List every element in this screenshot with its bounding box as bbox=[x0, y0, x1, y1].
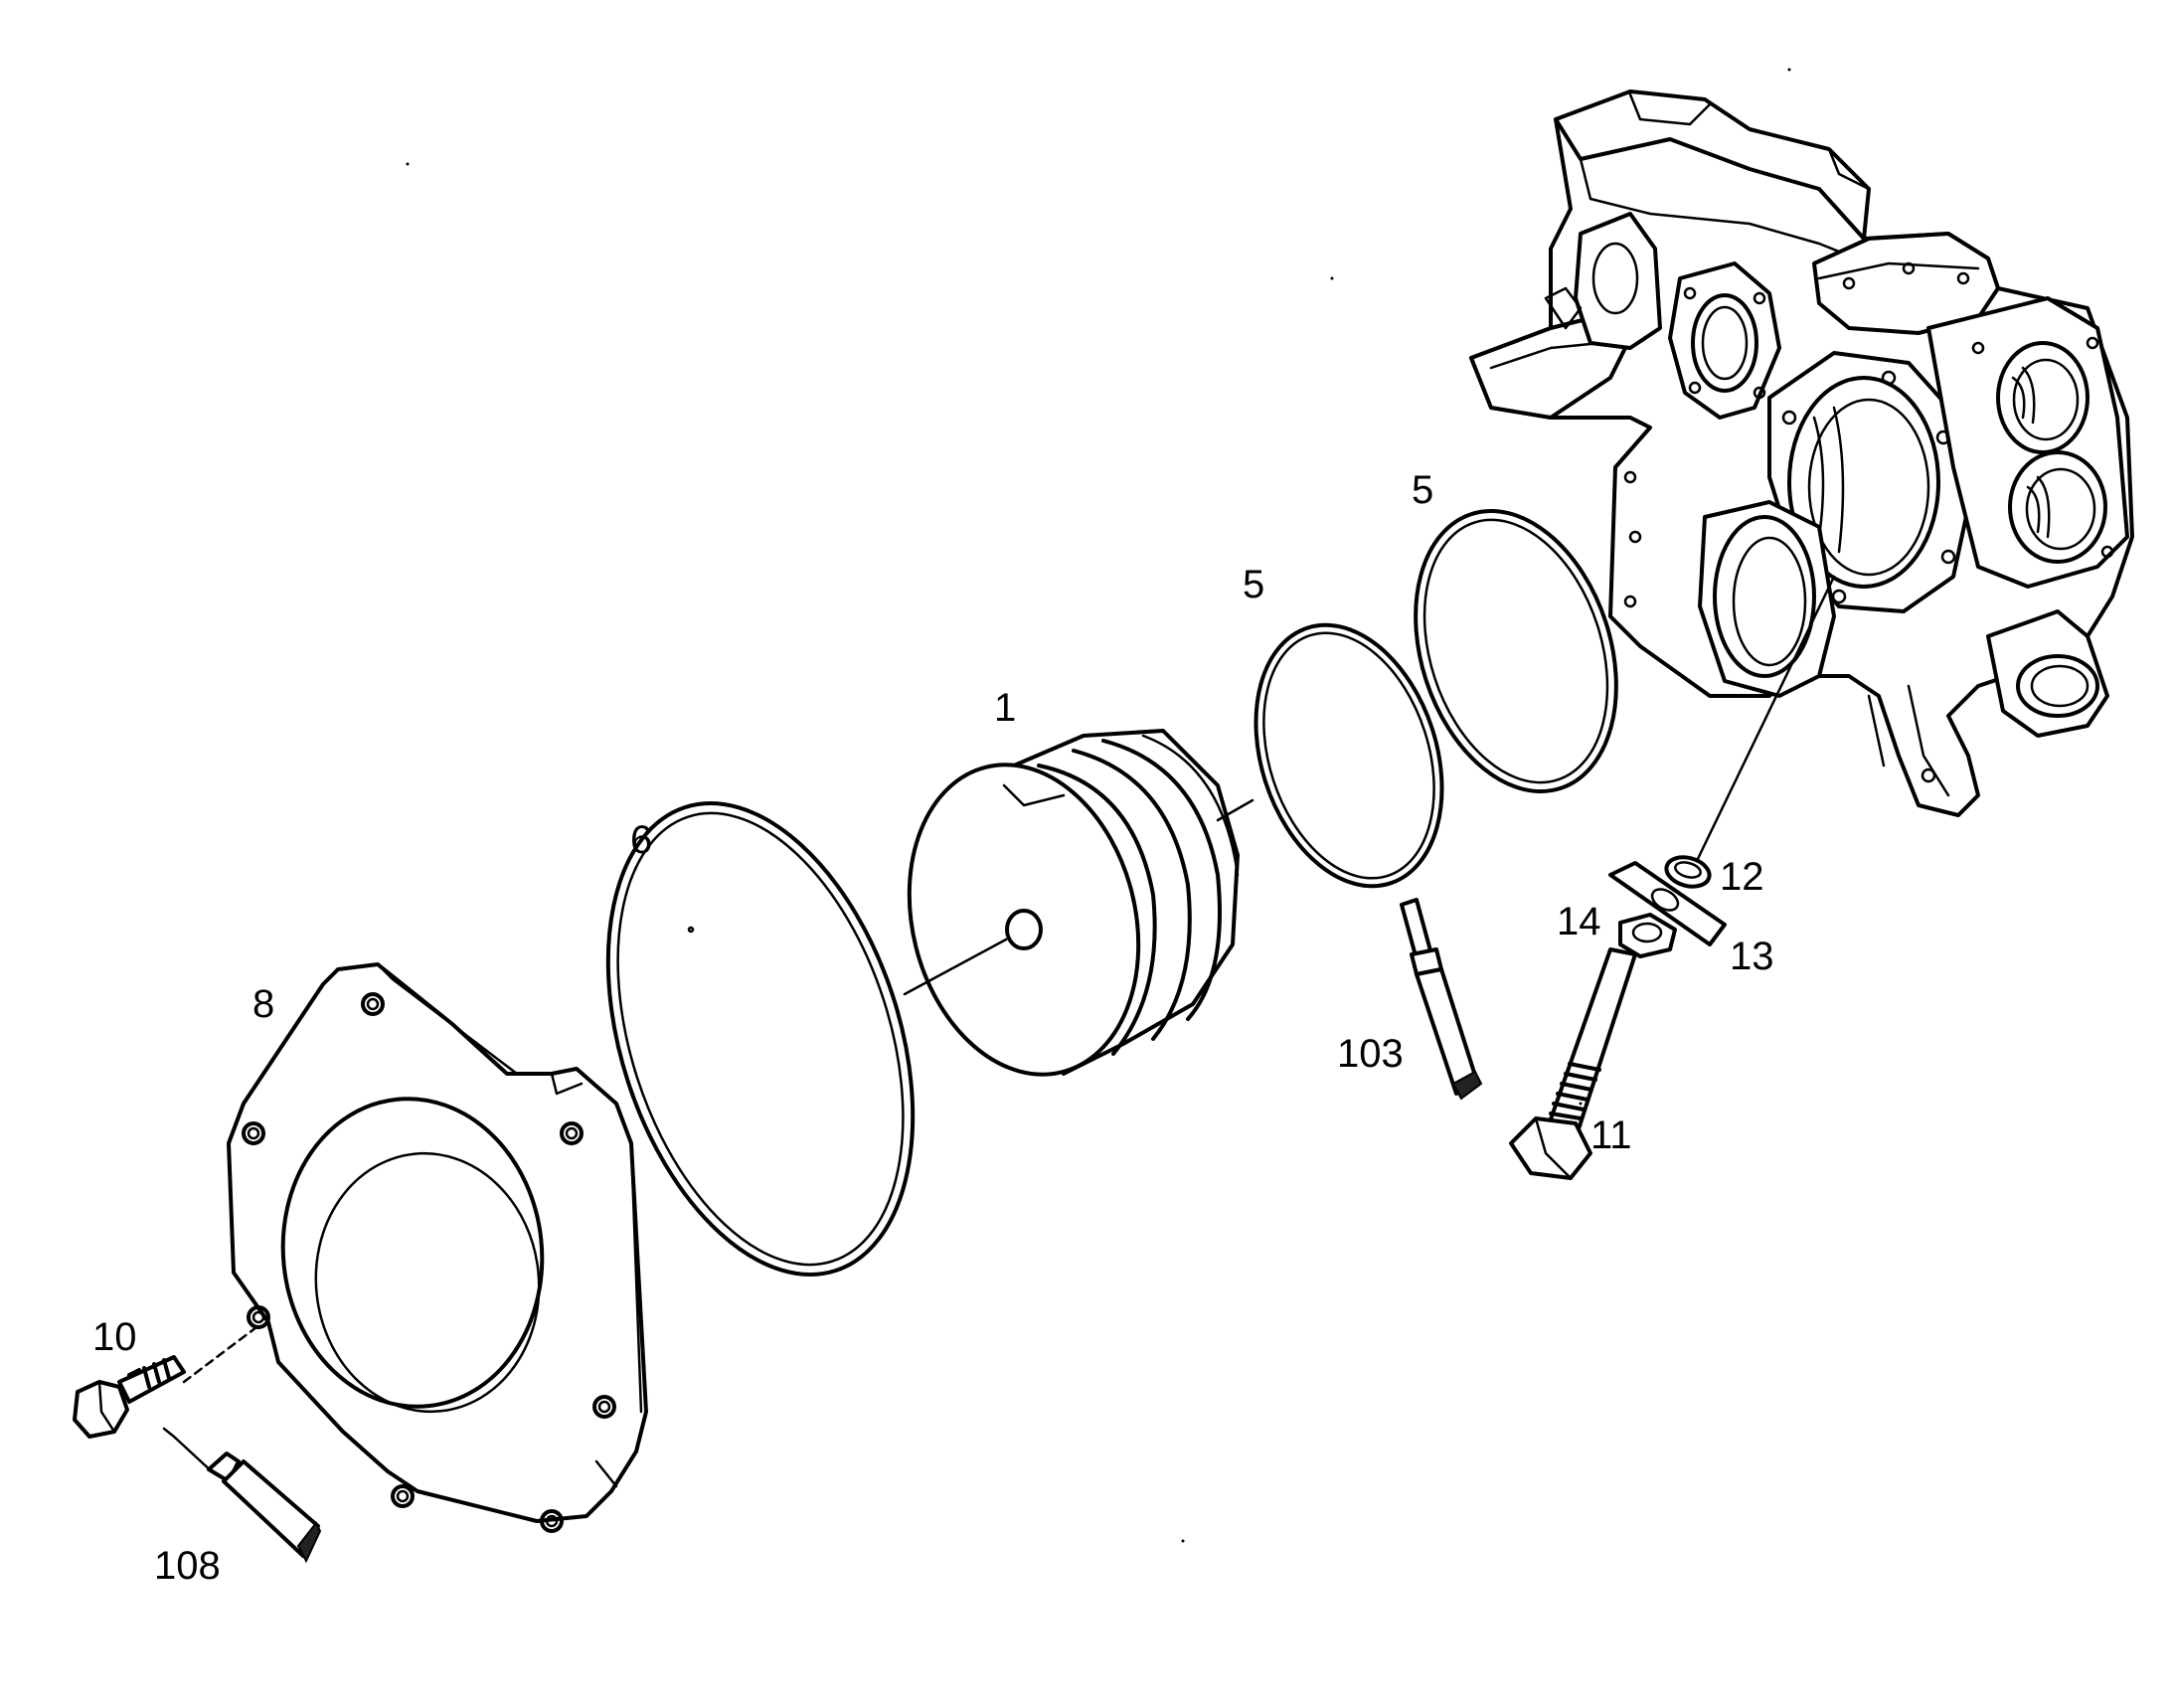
label-part-8: 8 bbox=[252, 982, 275, 1026]
scan-dot bbox=[1181, 1539, 1185, 1543]
sealant-tube-108 bbox=[162, 1427, 322, 1564]
bracket-part-13 bbox=[1608, 861, 1727, 946]
bolt-part-10 bbox=[73, 1325, 258, 1439]
scan-dot bbox=[1330, 276, 1334, 280]
bolt-part-11 bbox=[1509, 947, 1637, 1180]
cylinder-part-1 bbox=[903, 729, 1254, 1077]
nut-part-14 bbox=[1618, 913, 1677, 958]
leader-line-12 bbox=[1693, 575, 1836, 867]
o-ring-6 bbox=[605, 801, 916, 1277]
label-part-13: 13 bbox=[1730, 935, 1774, 978]
label-part-11: 11 bbox=[1590, 1113, 1632, 1157]
scan-dot bbox=[406, 162, 410, 166]
label-part-103: 103 bbox=[1337, 1032, 1404, 1076]
housing-assembly bbox=[1469, 89, 2134, 817]
nut-part-12 bbox=[1664, 855, 1712, 889]
o-ring-5-left bbox=[1254, 622, 1444, 889]
label-part-5-left: 5 bbox=[1243, 563, 1265, 606]
label-part-12: 12 bbox=[1720, 855, 1764, 899]
scan-dot bbox=[1787, 68, 1791, 72]
label-part-10: 10 bbox=[92, 1315, 137, 1359]
sealant-tube-103 bbox=[1400, 898, 1483, 1101]
label-part-1: 1 bbox=[994, 686, 1017, 730]
label-part-108: 108 bbox=[154, 1544, 221, 1588]
cover-plate-part-8 bbox=[227, 962, 648, 1533]
o-ring-5-right bbox=[1414, 509, 1618, 793]
label-part-14: 14 bbox=[1557, 900, 1601, 943]
label-part-5-right: 5 bbox=[1412, 468, 1434, 512]
label-part-6: 6 bbox=[630, 818, 653, 862]
scan-dot bbox=[1579, 1102, 1583, 1106]
